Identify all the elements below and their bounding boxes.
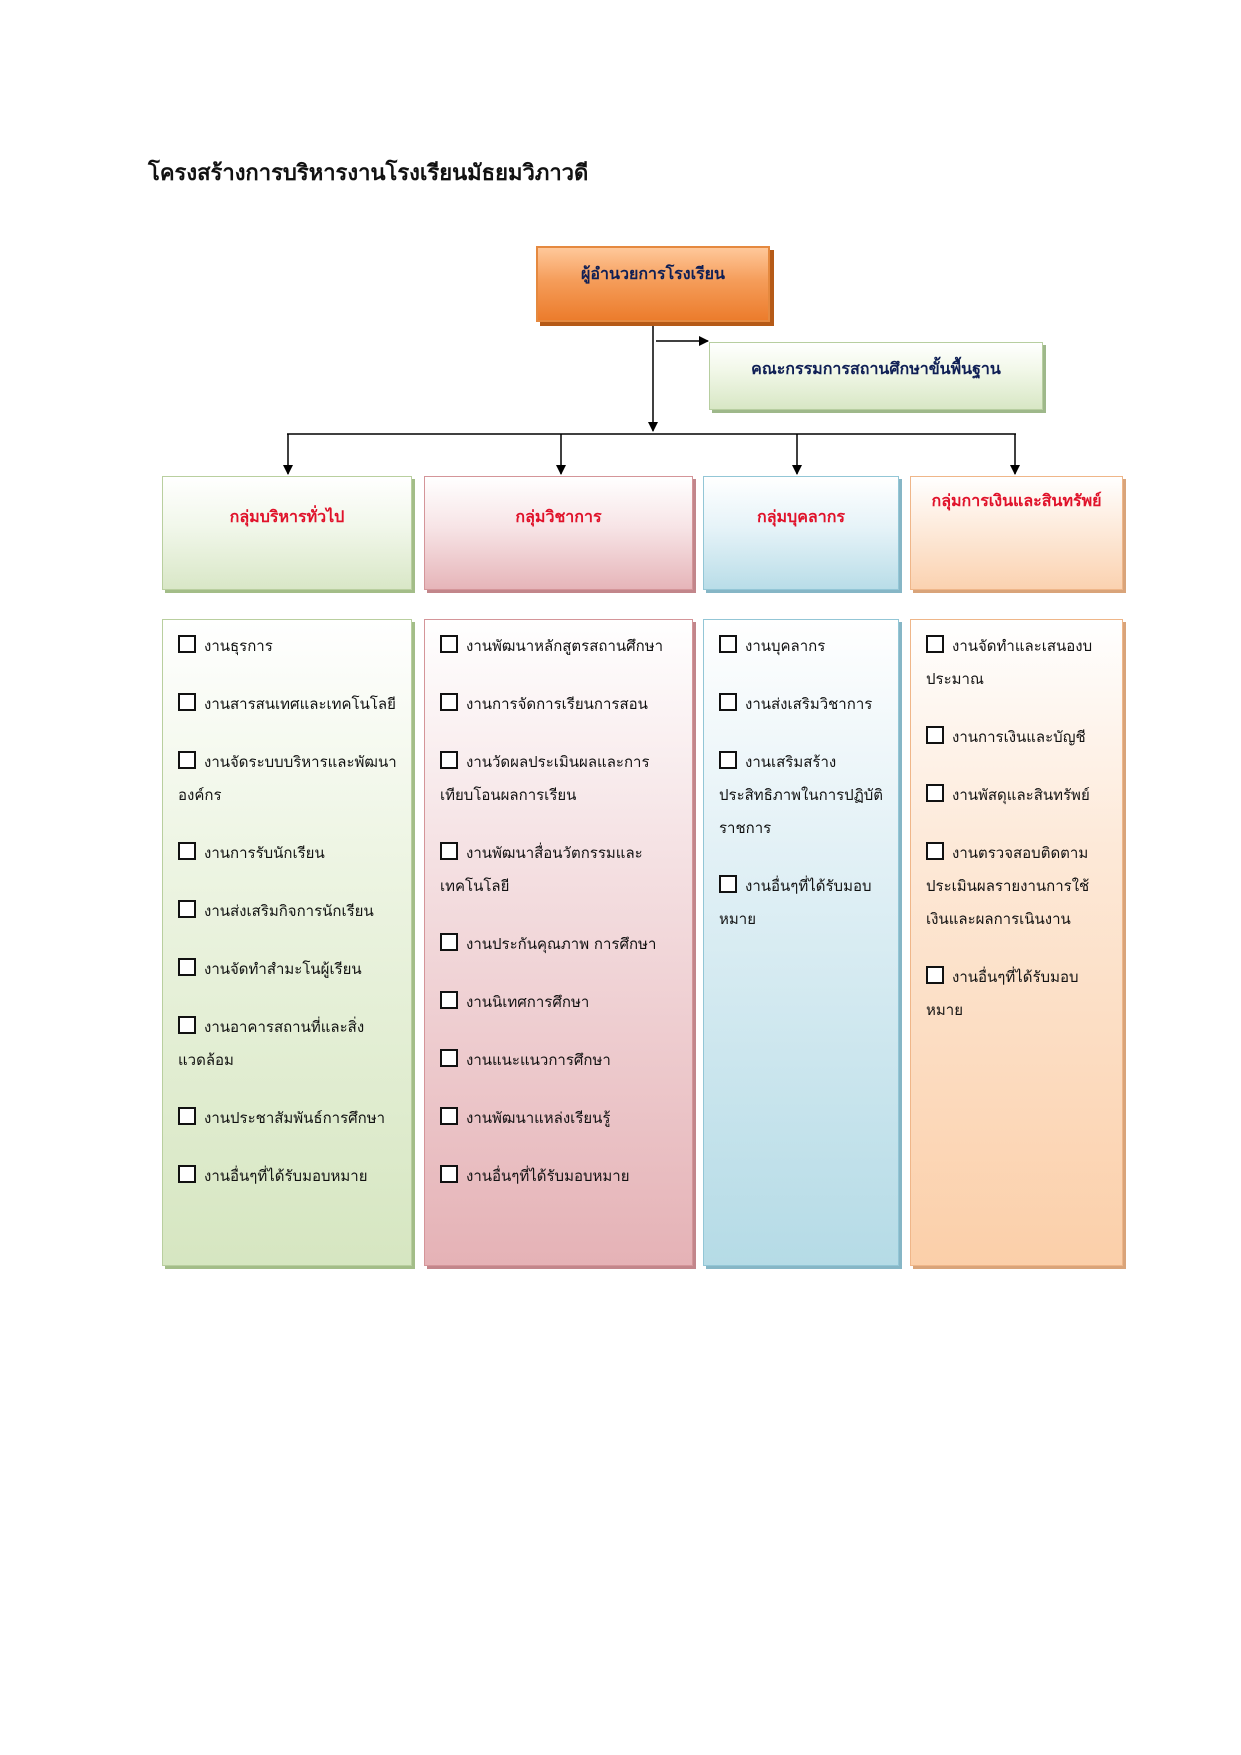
group-header-general-admin: กลุ่มบริหารทั่วไป	[162, 476, 412, 590]
group-header-academic: กลุ่มวิชาการ	[424, 476, 693, 590]
group-title: กลุ่มวิชาการ	[515, 507, 602, 526]
task-item: งานการเงินและบัญชี	[926, 721, 1108, 754]
task-item: งานอื่นๆที่ได้รับมอบหมาย	[178, 1160, 397, 1193]
checkbox-icon	[178, 958, 196, 976]
task-item: งานอื่นๆที่ได้รับมอบหมาย	[719, 875, 872, 928]
group-title: กลุ่มบริหารทั่วไป	[229, 507, 345, 526]
checkbox-icon	[719, 693, 737, 711]
checkbox-icon	[926, 784, 944, 802]
committee-label: คณะกรรมการสถานศึกษาขั้นพื้นฐาน	[751, 359, 1001, 378]
checkbox-icon	[178, 1165, 196, 1183]
checkbox-icon	[440, 933, 458, 951]
group-title: กลุ่มการเงินและสินทรัพย์	[931, 491, 1102, 510]
task-item: งานนิเทศการศึกษา	[440, 986, 678, 1019]
task-item: งานการรับนักเรียน	[178, 837, 397, 870]
checkbox-icon	[926, 635, 944, 653]
task-item: งานสารสนเทศและเทคโนโลยี	[178, 688, 397, 721]
group-tasks-personnel: งานบุคลากร งานส่งเสริมวิชาการ งานเสริมสร…	[703, 619, 899, 1266]
checkbox-icon	[178, 1016, 196, 1034]
committee-box: คณะกรรมการสถานศึกษาขั้นพื้นฐาน	[709, 342, 1043, 410]
checkbox-icon	[178, 900, 196, 918]
task-item: งานพัสดุและสินทรัพย์	[926, 779, 1108, 812]
task-item: งานส่งเสริมกิจการนักเรียน	[178, 895, 397, 928]
checkbox-icon	[178, 693, 196, 711]
task-item: งานเสริมสร้างประสิทธิภาพในการปฏิบัติราชก…	[719, 751, 884, 837]
checkbox-icon	[926, 842, 944, 860]
director-box: ผู้อำนวยการโรงเรียน	[536, 246, 770, 322]
checkbox-icon	[178, 842, 196, 860]
checkbox-icon	[440, 1049, 458, 1067]
task-item: งานอาคารสถานที่และสิ่งแวดล้อม	[178, 1016, 365, 1069]
checkbox-icon	[440, 1165, 458, 1183]
checkbox-icon	[178, 1107, 196, 1125]
group-tasks-finance: งานจัดทำและเสนองบประมาณ งานการเงินและบัญ…	[910, 619, 1123, 1266]
task-item: งานการจัดการเรียนการสอน	[440, 688, 678, 721]
group-title: กลุ่มบุคลากร	[757, 507, 845, 526]
task-item: งานอื่นๆที่ได้รับมอบหมาย	[440, 1160, 678, 1193]
checkbox-icon	[440, 842, 458, 860]
task-item: งานพัฒนาสื่อนวัตกรรมและเทคโนโลยี	[440, 842, 643, 895]
checkbox-icon	[926, 966, 944, 984]
task-item: งานอื่นๆที่ได้รับมอบหมาย	[926, 966, 1079, 1019]
checkbox-icon	[440, 751, 458, 769]
task-item: งานจัดทำสำมะโนผู้เรียน	[178, 953, 397, 986]
page-title: โครงสร้างการบริหารงานโรงเรียนมัธยมวิภาวด…	[148, 160, 589, 186]
task-item: งานตรวจสอบติดตาม ประเมินผลรายงานการใช้เง…	[926, 842, 1090, 928]
checkbox-icon	[719, 751, 737, 769]
checkbox-icon	[440, 635, 458, 653]
group-header-personnel: กลุ่มบุคลากร	[703, 476, 899, 590]
checkbox-icon	[719, 875, 737, 893]
group-header-finance: กลุ่มการเงินและสินทรัพย์	[910, 476, 1123, 590]
checkbox-icon	[440, 991, 458, 1009]
task-item: งานธุรการ	[178, 630, 397, 663]
checkbox-icon	[440, 1107, 458, 1125]
task-item: งานแนะแนวการศึกษา	[440, 1044, 678, 1077]
task-item: งานประชาสัมพันธ์การศึกษา	[178, 1102, 397, 1135]
checkbox-icon	[178, 751, 196, 769]
checkbox-icon	[440, 693, 458, 711]
group-tasks-general-admin: งานธุรการ งานสารสนเทศและเทคโนโลยี งานจัด…	[162, 619, 412, 1266]
task-item: งานประกันคุณภาพ การศึกษา	[440, 928, 678, 961]
director-label: ผู้อำนวยการโรงเรียน	[581, 264, 725, 283]
task-item: งานจัดระบบบริหารและพัฒนาองค์กร	[178, 751, 397, 804]
task-item: งานบุคลากร	[719, 630, 884, 663]
task-item: งานวัดผลประเมินผลและการเทียบโอนผลการเรีย…	[440, 751, 650, 804]
task-item: งานจัดทำและเสนองบประมาณ	[926, 635, 1093, 688]
task-item: งานพัฒนาแหล่งเรียนรู้	[440, 1102, 678, 1135]
checkbox-icon	[178, 635, 196, 653]
checkbox-icon	[719, 635, 737, 653]
task-item: งานส่งเสริมวิชาการ	[719, 688, 884, 721]
checkbox-icon	[926, 726, 944, 744]
task-item: งานพัฒนาหลักสูตรสถานศึกษา	[440, 630, 678, 663]
group-tasks-academic: งานพัฒนาหลักสูตรสถานศึกษา งานการจัดการเร…	[424, 619, 693, 1266]
